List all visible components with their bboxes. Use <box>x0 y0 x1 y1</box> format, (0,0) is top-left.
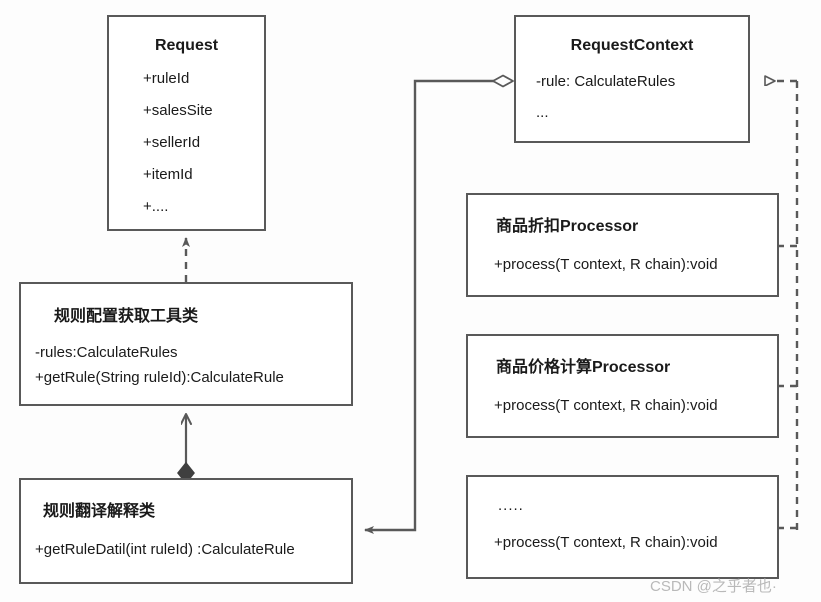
class-box-rule-config[interactable]: 规则配置获取工具类 -rules:CalculateRules +getRule… <box>19 282 353 406</box>
class-members-processor-discount: +process(T context, R chain):void <box>494 256 777 273</box>
class-member: +process(T context, R chain):void <box>494 256 718 273</box>
class-member: +getRule(String ruleId):CalculateRule <box>35 369 284 386</box>
class-members-rule-config: -rules:CalculateRules +getRule(String ru… <box>35 344 351 386</box>
hollow-diamond-marker <box>492 74 514 88</box>
class-box-processor-more[interactable]: ..... +process(T context, R chain):void <box>466 475 779 579</box>
class-member: +process(T context, R chain):void <box>494 534 718 551</box>
class-member: +.... <box>143 198 169 215</box>
class-member: +ruleId <box>143 70 190 87</box>
class-box-processor-price[interactable]: 商品价格计算Processor +process(T context, R ch… <box>466 334 779 438</box>
class-title-rule-translate: 规则翻译解释类 <box>43 503 156 520</box>
class-title-processor-price: 商品价格计算Processor <box>496 359 671 376</box>
class-member: +process(T context, R chain):void <box>494 397 718 414</box>
class-box-rule-translate[interactable]: 规则翻译解释类 +getRuleDatil(int ruleId) :Calcu… <box>19 478 353 584</box>
class-box-request-context[interactable]: RequestContext -rule: CalculateRules ... <box>514 15 750 143</box>
class-members-request-context: -rule: CalculateRules ... <box>536 73 748 121</box>
class-title-processor-more: ..... <box>498 497 524 514</box>
class-member: ... <box>536 104 549 121</box>
class-title-rule-config: 规则配置获取工具类 <box>54 308 199 325</box>
class-member: +salesSite <box>143 102 213 119</box>
connector-request-context-to-rule-translate <box>364 74 514 534</box>
class-member: -rules:CalculateRules <box>35 344 178 361</box>
class-member: +sellerId <box>143 134 201 151</box>
connector-processors-to-request-context <box>765 81 799 532</box>
class-member: +getRuleDatil(int ruleId) :CalculateRule <box>35 541 295 558</box>
connector-rule-translate-to-rule-config <box>177 415 195 485</box>
class-member: +itemId <box>143 166 193 183</box>
class-members-request: +ruleId +salesSite +sellerId +itemId +..… <box>143 70 264 215</box>
class-title-processor-discount: 商品折扣Processor <box>496 218 639 235</box>
watermark-text: CSDN @之乎者也· <box>650 578 777 595</box>
class-members-processor-more: +process(T context, R chain):void <box>494 534 777 551</box>
class-title-request: Request <box>154 37 219 54</box>
class-member: -rule: CalculateRules <box>536 73 676 90</box>
class-box-processor-discount[interactable]: 商品折扣Processor +process(T context, R chai… <box>466 193 779 297</box>
class-members-processor-price: +process(T context, R chain):void <box>494 397 777 414</box>
class-box-request[interactable]: Request +ruleId +salesSite +sellerId +it… <box>107 15 266 231</box>
class-members-rule-translate: +getRuleDatil(int ruleId) :CalculateRule <box>35 541 351 558</box>
class-title-request-context: RequestContext <box>570 37 694 54</box>
